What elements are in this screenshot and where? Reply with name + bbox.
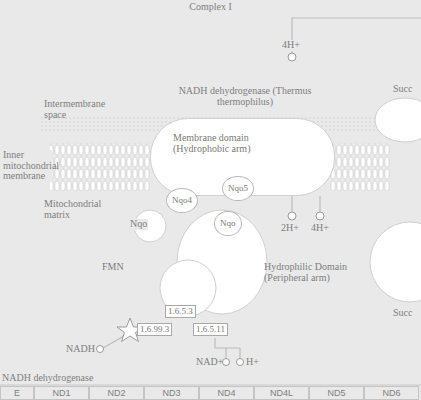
complex-ii-shape bbox=[370, 222, 421, 302]
table-cell: ND6 bbox=[364, 386, 419, 400]
nad-line bbox=[215, 338, 240, 348]
membrane-band bbox=[50, 143, 150, 191]
diagram-label: 4H+ bbox=[311, 223, 329, 234]
subunit-circle: Nqo bbox=[214, 211, 242, 236]
nad-line bbox=[225, 348, 226, 358]
diagram-label: Succ bbox=[392, 308, 413, 319]
complex-ii-shape bbox=[375, 98, 421, 142]
table-cell: ND4L bbox=[254, 386, 309, 400]
diagram-title: Complex I bbox=[0, 2, 421, 13]
subunit-circle: Nqo4 bbox=[166, 188, 198, 213]
diagram-label: Succ bbox=[392, 84, 413, 95]
diagram-label: FMN bbox=[102, 262, 124, 273]
proton-line bbox=[319, 196, 320, 212]
table-cell: E bbox=[0, 386, 34, 400]
proton-line bbox=[292, 18, 421, 53]
diagram-label: Inner mitochondrial membrane bbox=[2, 150, 52, 182]
diagram-label: NADH bbox=[66, 344, 95, 355]
proton-line bbox=[291, 196, 292, 212]
ec-box: 1.6.5.3 bbox=[165, 305, 196, 318]
diagram-label: NADH dehydrogenase (Thermus thermophilus… bbox=[165, 86, 325, 107]
membrane-band bbox=[330, 143, 390, 191]
proton-circle bbox=[288, 212, 296, 220]
subunit-circle: Nqo5 bbox=[222, 176, 254, 201]
table-cell: ND4 bbox=[199, 386, 254, 400]
diagram-label: 4H+ bbox=[281, 40, 301, 51]
diagram-label: 2H+ bbox=[281, 223, 299, 234]
diagram-label: Mitochondrial matrix bbox=[44, 199, 116, 220]
diagram-label: Intermembrane space bbox=[44, 99, 116, 120]
proton-circle bbox=[316, 212, 324, 220]
diagram-label: Hydrophilic Domain (Peripheral arm) bbox=[264, 262, 356, 283]
node-label: Membrane domain (Hydrophobic arm) bbox=[173, 133, 283, 154]
subunit-blob bbox=[160, 260, 216, 316]
table-cell: ND3 bbox=[144, 386, 199, 400]
nad-circle bbox=[237, 359, 244, 366]
ec-number: 1.6.5.11 bbox=[196, 324, 225, 335]
proton-circle bbox=[288, 53, 296, 61]
table-cell: ND2 bbox=[89, 386, 144, 400]
ec-box: 1.6.5.11 bbox=[193, 323, 228, 336]
node-label: Nqo5 bbox=[228, 184, 248, 193]
diagram-label: Nqo bbox=[129, 219, 148, 230]
node-label: Nqo bbox=[220, 219, 236, 228]
nad-line bbox=[239, 348, 240, 358]
ec-number: 1.6.99.3 bbox=[140, 324, 169, 335]
table-cell: ND5 bbox=[309, 386, 364, 400]
table-cell: ND1 bbox=[34, 386, 89, 400]
ec-number: 1.6.5.3 bbox=[168, 306, 193, 317]
nadh-circle bbox=[97, 346, 104, 353]
node-label: Nqo4 bbox=[172, 196, 192, 205]
diagram-label: NAD+ bbox=[196, 357, 223, 368]
diagram-label: H+ bbox=[246, 357, 259, 368]
nad-circle bbox=[223, 359, 230, 366]
ec-box: 1.6.99.3 bbox=[137, 323, 172, 336]
diagram-label: NADH dehydrogenase bbox=[2, 373, 93, 384]
